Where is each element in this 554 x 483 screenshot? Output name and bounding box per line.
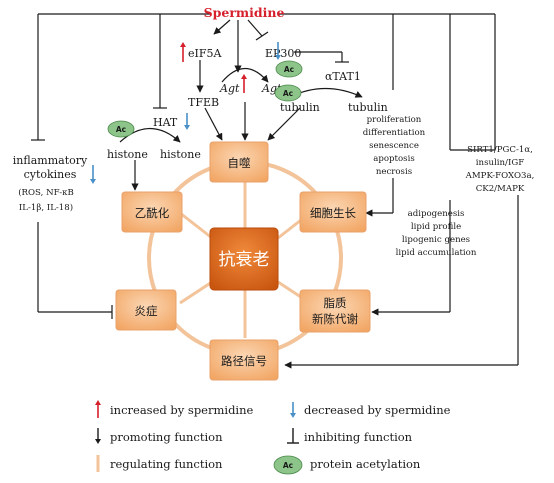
svg-text:cytokines: cytokines — [24, 168, 77, 181]
svg-text:lipogenic genes: lipogenic genes — [402, 235, 470, 245]
svg-text:inflammatory: inflammatory — [13, 154, 88, 167]
svg-text:新陈代谢: 新陈代谢 — [312, 312, 358, 326]
agt-label-1: Agt — [219, 82, 240, 95]
ep300-label: EP300 — [265, 47, 301, 60]
svg-text:adipogenesis: adipogenesis — [408, 209, 465, 219]
atat1-label: αTAT1 — [325, 70, 361, 83]
svg-text:路径信号: 路径信号 — [221, 354, 267, 368]
cell-growth-list: proliferation differentiation senescence… — [363, 115, 426, 177]
box-autophagy: 自噬 — [209, 141, 269, 183]
tubulin-label-2: tubulin — [348, 101, 388, 114]
svg-text:AMPK-FOXO3a,: AMPK-FOXO3a, — [465, 171, 535, 181]
svg-text:Ac: Ac — [283, 461, 293, 470]
change-indicators — [90, 42, 281, 184]
legend-inhibiting: inhibiting function — [304, 430, 413, 444]
legend-regulating: regulating function — [110, 457, 223, 471]
spermidine-title: Spermidine — [204, 5, 285, 20]
svg-text:脂质: 脂质 — [324, 296, 347, 310]
svg-text:proliferation: proliferation — [367, 115, 422, 125]
svg-text:CK2/MAPK: CK2/MAPK — [476, 184, 525, 194]
histone-label-2: histone — [160, 148, 201, 161]
ac-badge-3: Ac — [107, 120, 135, 138]
box-cell-growth: 细胞生长 — [299, 191, 367, 233]
legend: increased by spermidine decreased by spe… — [95, 400, 451, 475]
box-signaling: 路径信号 — [209, 339, 279, 381]
svg-text:lipid profile: lipid profile — [411, 222, 461, 232]
inflammation-list: inflammatory cytokines (ROS, NF-κB IL-1β… — [13, 154, 88, 213]
ac-badge-1: Ac — [275, 60, 303, 78]
connection-lines — [31, 13, 519, 369]
svg-text:乙酰化: 乙酰化 — [135, 206, 170, 220]
legend-promoting: promoting function — [110, 430, 223, 444]
legend-acetylation: protein acetylation — [310, 457, 421, 471]
svg-text:细胞生长: 细胞生长 — [310, 206, 356, 220]
tubulin-label-1: tubulin — [280, 101, 320, 114]
eif5a-label: eIF5A — [188, 47, 222, 60]
svg-text:SIRT1/PGC-1α,: SIRT1/PGC-1α, — [467, 145, 533, 155]
svg-text:lipid accumulation: lipid accumulation — [396, 248, 477, 258]
svg-text:differentiation: differentiation — [363, 128, 426, 138]
svg-text:Ac: Ac — [116, 125, 126, 134]
center-anti-aging: 抗衰老 — [209, 227, 279, 291]
svg-text:Ac: Ac — [283, 89, 293, 98]
tfeb-label: TFEB — [188, 96, 219, 109]
box-acetylation: 乙酰化 — [121, 191, 183, 233]
svg-text:necrosis: necrosis — [376, 167, 412, 177]
box-lipid: 脂质 新陈代谢 — [299, 289, 371, 333]
ac-badge-2: Ac — [274, 84, 302, 102]
legend-decreased: decreased by spermidine — [304, 403, 451, 417]
svg-text:insulin/IGF: insulin/IGF — [476, 158, 524, 168]
svg-text:自噬: 自噬 — [228, 156, 251, 170]
box-inflammation: 炎症 — [115, 289, 177, 331]
svg-text:IL-1β, IL-18): IL-1β, IL-18) — [19, 202, 73, 213]
signaling-list: SIRT1/PGC-1α, insulin/IGF AMPK-FOXO3a, C… — [465, 145, 535, 194]
svg-text:senescence: senescence — [369, 141, 419, 151]
hat-label: HAT — [153, 116, 178, 129]
svg-text:apoptosis: apoptosis — [373, 154, 415, 164]
svg-text:(ROS, NF-κB: (ROS, NF-κB — [18, 187, 74, 198]
legend-increased: increased by spermidine — [110, 403, 254, 417]
svg-text:Ac: Ac — [284, 65, 294, 74]
lipid-list: adipogenesis lipid profile lipogenic gen… — [396, 209, 477, 258]
svg-text:炎症: 炎症 — [135, 304, 158, 318]
svg-text:抗衰老: 抗衰老 — [219, 250, 270, 270]
histone-label-1: histone — [107, 148, 148, 161]
